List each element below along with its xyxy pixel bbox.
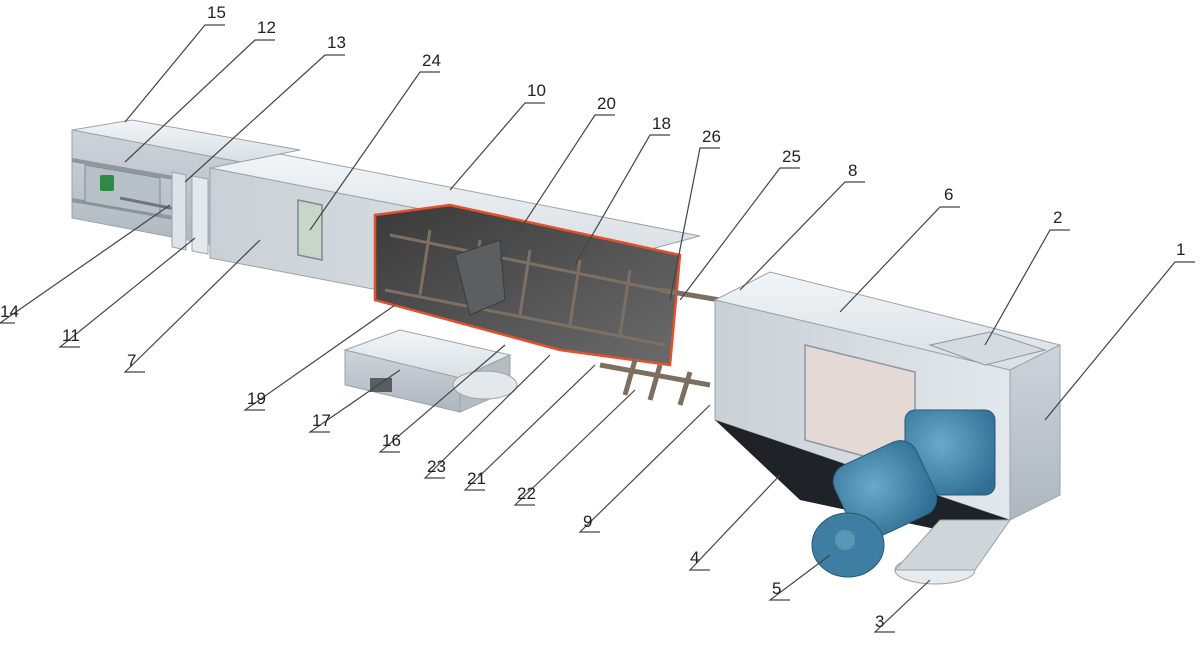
flight-7 — [618, 269, 632, 336]
outlet-chute — [893, 519, 1011, 571]
flight-3 — [418, 229, 432, 296]
callout-20: 20 — [597, 94, 616, 113]
leader-7 — [123, 239, 261, 373]
callout-3: 3 — [875, 612, 884, 631]
inlet-box — [343, 329, 518, 413]
tail-section — [71, 119, 301, 255]
leader-10 — [449, 102, 545, 191]
callout-24: 24 — [422, 51, 441, 70]
callout-19: 19 — [247, 389, 266, 408]
leader-24 — [309, 71, 440, 231]
leader-12 — [124, 39, 275, 163]
leader-6 — [839, 206, 960, 313]
tension-bolt — [119, 196, 181, 212]
callout-6: 6 — [944, 185, 953, 204]
motor-shaft-cap — [835, 530, 855, 550]
callout-7: 7 — [127, 351, 136, 370]
chain-link-2 — [647, 364, 663, 401]
leader-26 — [669, 147, 720, 301]
callout-16: 16 — [382, 431, 401, 450]
flight-5 — [518, 249, 532, 316]
leader-21 — [463, 364, 596, 491]
flight-1 — [389, 233, 661, 292]
leader-2 — [984, 229, 1070, 346]
callout-13: 13 — [327, 33, 346, 52]
callout-26: 26 — [702, 127, 721, 146]
tension-sensor — [100, 175, 114, 191]
leader-11 — [58, 237, 196, 348]
callout-22: 22 — [517, 484, 536, 503]
callout-labels: 1 2 3 4 5 6 7 8 9 10 11 12 13 14 15 16 1… — [0, 3, 1185, 631]
leader-25 — [679, 167, 800, 301]
motor-assembly — [811, 409, 996, 578]
leader-9 — [578, 404, 711, 533]
callout-25: 25 — [782, 147, 801, 166]
flange-strip-1 — [171, 171, 187, 251]
leader-4 — [688, 474, 781, 571]
callout-11: 11 — [62, 326, 80, 345]
leader-14 — [0, 204, 171, 324]
flight-6 — [568, 259, 582, 326]
leader-16 — [378, 344, 506, 453]
callout-9: 9 — [583, 512, 592, 531]
callout-15: 15 — [207, 3, 226, 22]
leader-15 — [124, 24, 225, 123]
leader-5 — [768, 554, 831, 601]
cutaway-opening — [373, 203, 682, 367]
leader-lines — [0, 24, 1195, 633]
leader-23 — [423, 354, 551, 479]
flight-2 — [384, 288, 666, 347]
chain-link-3 — [677, 371, 693, 406]
leader-22 — [513, 389, 636, 506]
drive-head-end — [1009, 344, 1061, 521]
chain-upper — [659, 287, 721, 303]
flange-strip-2 — [191, 175, 209, 255]
callout-18: 18 — [652, 114, 671, 133]
leader-1 — [1044, 261, 1195, 421]
callout-17: 17 — [312, 411, 331, 430]
callout-5: 5 — [772, 579, 781, 598]
leader-8 — [739, 181, 865, 291]
tail-rail-upper — [71, 158, 186, 182]
leader-17 — [308, 369, 401, 433]
leader-19 — [243, 304, 396, 411]
inlet-sensor — [370, 378, 392, 392]
inlet-flange — [452, 370, 518, 400]
drive-head-section — [713, 271, 1062, 585]
leader-13 — [184, 54, 345, 183]
leader-18 — [574, 134, 670, 266]
trough-section — [209, 153, 701, 367]
callout-4: 4 — [690, 548, 699, 567]
callout-23: 23 — [427, 457, 446, 476]
callout-12: 12 — [257, 18, 276, 37]
chain-link-1 — [622, 359, 638, 396]
callout-14: 14 — [0, 302, 19, 321]
callout-8: 8 — [848, 161, 857, 180]
leader-3 — [873, 579, 931, 633]
chain-assembly — [599, 287, 721, 406]
callout-10: 10 — [527, 81, 546, 100]
top-cover-plate — [928, 331, 1047, 366]
inlet-chute — [454, 239, 506, 316]
callout-1: 1 — [1176, 240, 1185, 259]
callout-2: 2 — [1053, 208, 1062, 227]
leader-20 — [499, 114, 615, 261]
callout-21: 21 — [467, 469, 486, 488]
